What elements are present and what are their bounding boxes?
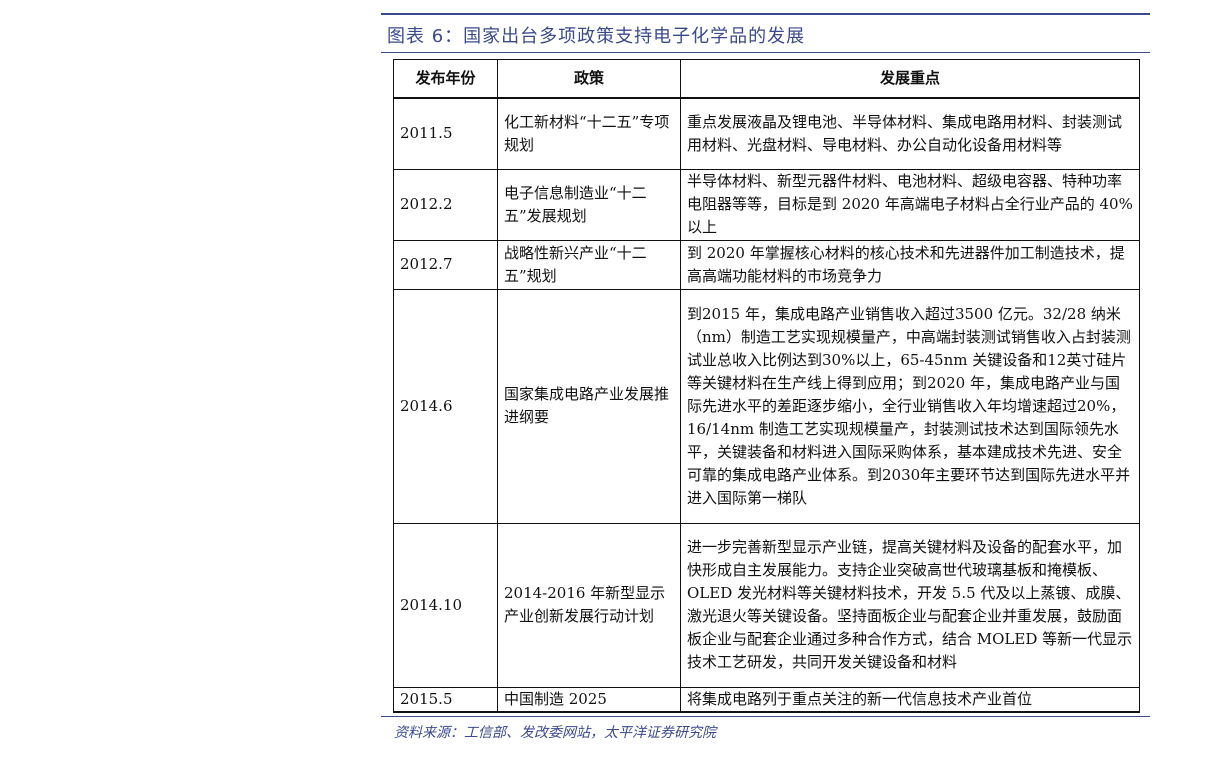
row-focus: 到 2020 年掌握核心材料的核心技术和先进器件加工制造技术，提高高端功能材料的… — [680, 239, 1140, 290]
row-year: 2012.7 — [393, 239, 498, 290]
table-header-row: 发布年份 政策 发展重点 — [393, 59, 1140, 99]
row-year: 2012.2 — [393, 168, 498, 241]
row-policy: 国家集成电路产业发展推进纲要 — [497, 288, 681, 524]
row-year: 2014.6 — [393, 288, 498, 524]
header-year: 发布年份 — [393, 59, 498, 99]
title-bottom-rule — [381, 52, 1150, 53]
row-focus: 重点发展液晶及锂电池、半导体材料、集成电路用材料、封装测试用材料、光盘材料、导电… — [680, 97, 1140, 170]
row-policy: 战略性新兴产业“十二五”规划 — [497, 239, 681, 290]
header-policy: 政策 — [497, 59, 681, 99]
source-rule — [381, 716, 1150, 717]
table-row: 2012.7 战略性新兴产业“十二五”规划 到 2020 年掌握核心材料的核心技… — [393, 239, 1140, 290]
header-focus: 发展重点 — [680, 59, 1140, 99]
table-row: 2012.2 电子信息制造业“十二五”发展规划 半导体材料、新型元器件材料、电池… — [393, 168, 1140, 241]
table-row: 2014.6 国家集成电路产业发展推进纲要 到2015 年，集成电路产业销售收入… — [393, 288, 1140, 524]
row-focus: 将集成电路列于重点关注的新一代信息技术产业首位 — [680, 686, 1140, 713]
figure-title-bar: 图表 6：国家出台多项政策支持电子化学品的发展 — [381, 13, 1150, 53]
title-top-rule — [381, 13, 1150, 15]
row-policy: 中国制造 2025 — [497, 686, 681, 713]
row-year: 2015.5 — [393, 686, 498, 713]
table-row: 2015.5 中国制造 2025 将集成电路列于重点关注的新一代信息技术产业首位 — [393, 686, 1140, 713]
row-focus: 进一步完善新型显示产业链，提高关键材料及设备的配套水平，加快形成自主发展能力。支… — [680, 522, 1140, 688]
row-year: 2011.5 — [393, 97, 498, 170]
table-row: 2014.10 2014-2016 年新型显示产业创新发展行动计划 进一步完善新… — [393, 522, 1140, 688]
figure-title: 图表 6：国家出台多项政策支持电子化学品的发展 — [387, 26, 806, 47]
table-row: 2011.5 化工新材料“十二五”专项规划 重点发展液晶及锂电池、半导体材料、集… — [393, 97, 1140, 170]
row-policy: 2014-2016 年新型显示产业创新发展行动计划 — [497, 522, 681, 688]
figure-source: 资料来源：工信部、发改委网站，太平洋证券研究院 — [394, 725, 716, 741]
policy-table: 发布年份 政策 发展重点 2011.5 化工新材料“十二五”专项规划 重点发展液… — [393, 59, 1140, 713]
row-focus: 到2015 年，集成电路产业销售收入超过3500 亿元。32/28 纳米（nm）… — [680, 288, 1140, 524]
row-policy: 化工新材料“十二五”专项规划 — [497, 97, 681, 170]
row-policy: 电子信息制造业“十二五”发展规划 — [497, 168, 681, 241]
row-focus: 半导体材料、新型元器件材料、电池材料、超级电容器、特种功率电阻器等等，目标是到 … — [680, 168, 1140, 241]
row-year: 2014.10 — [393, 522, 498, 688]
